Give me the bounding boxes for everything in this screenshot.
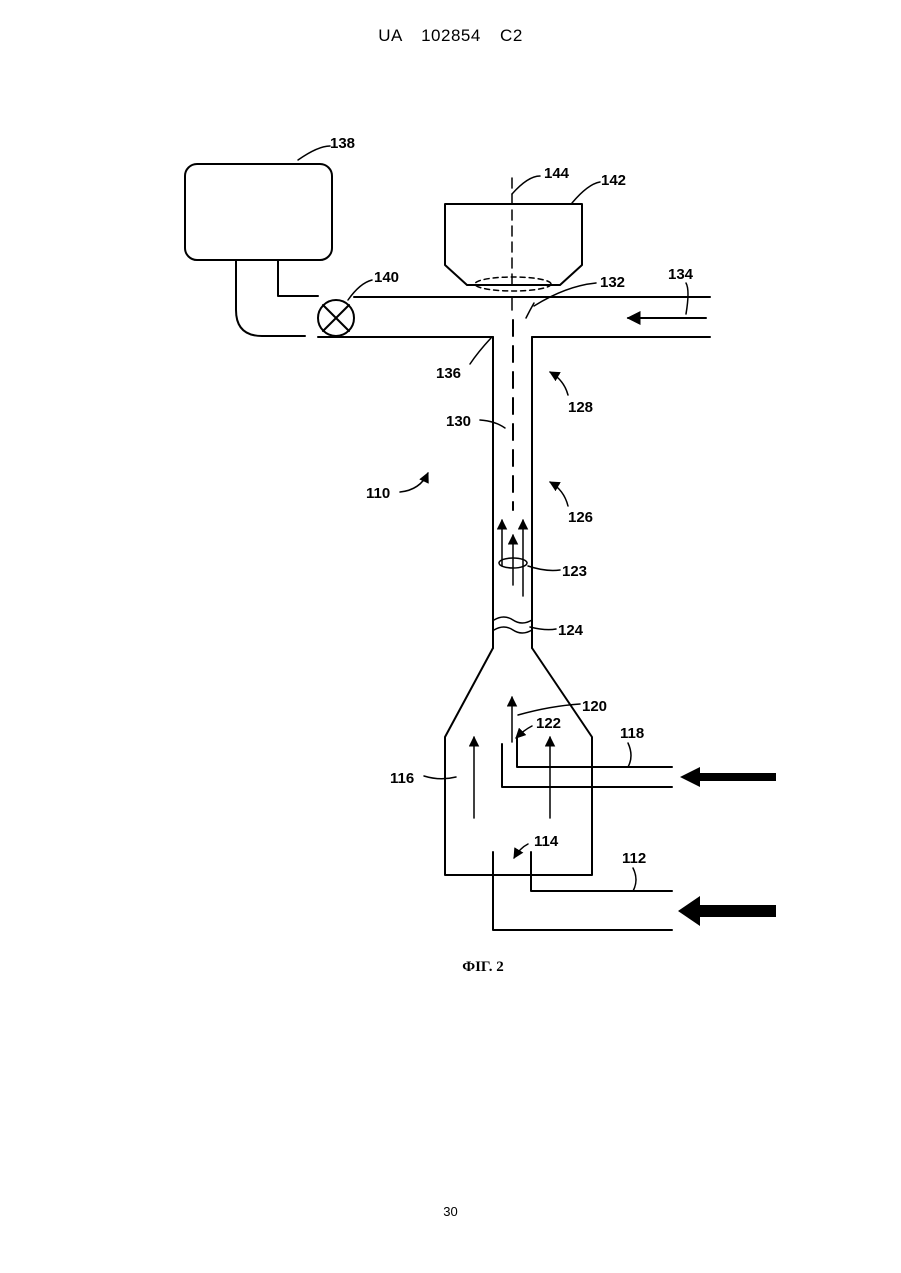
label-114: 114 xyxy=(534,833,559,850)
label-118: 118 xyxy=(620,725,644,742)
leader-128 xyxy=(550,372,568,395)
label-112: 112 xyxy=(622,850,646,867)
leader-142 xyxy=(572,182,600,203)
label-120: 120 xyxy=(582,698,607,715)
label-116: 116 xyxy=(390,770,414,787)
leader-114 xyxy=(514,844,528,858)
leader-126 xyxy=(550,482,568,506)
leader-138 xyxy=(298,146,330,160)
leader-116 xyxy=(424,776,456,779)
leader-122 xyxy=(516,726,532,738)
leader-118 xyxy=(628,743,631,767)
label-126: 126 xyxy=(568,509,593,526)
controller-box-138 xyxy=(185,164,332,260)
feed-arrow-118 xyxy=(680,767,776,787)
leader-134 xyxy=(686,283,688,314)
label-130: 130 xyxy=(446,413,471,430)
opening-132-mark xyxy=(526,303,534,318)
label-123: 123 xyxy=(562,563,587,580)
label-142: 142 xyxy=(601,172,626,189)
label-136: 136 xyxy=(436,365,461,382)
feed-pipe-112-inner xyxy=(531,852,672,891)
label-124: 124 xyxy=(558,622,584,639)
break-line-124a xyxy=(494,617,532,623)
controller-connection-upper xyxy=(278,260,318,296)
optical-device-142 xyxy=(445,204,582,285)
figure-caption: ФІГ. 2 xyxy=(462,959,504,975)
label-128: 128 xyxy=(568,399,593,416)
label-134: 134 xyxy=(668,266,694,283)
feed-pipe-118-outer xyxy=(502,744,672,787)
feed-pipe-118-inner xyxy=(517,738,672,767)
leader-110 xyxy=(400,473,428,492)
page-number: 30 xyxy=(0,1204,901,1219)
label-138: 138 xyxy=(330,135,355,152)
leader-144 xyxy=(512,176,540,194)
leader-112 xyxy=(633,868,636,891)
break-line-124b xyxy=(494,627,532,633)
label-132: 132 xyxy=(600,274,625,291)
label-140: 140 xyxy=(374,269,399,286)
combustion-chamber xyxy=(445,648,592,875)
leader-132 xyxy=(534,283,596,306)
feed-arrow-112 xyxy=(678,896,776,926)
leader-136 xyxy=(470,338,491,364)
valve-140-icon xyxy=(318,300,354,336)
controller-connection-lower xyxy=(236,260,305,336)
label-110: 110 xyxy=(366,485,390,502)
leader-124 xyxy=(530,627,556,630)
label-122: 122 xyxy=(536,715,561,732)
label-144: 144 xyxy=(544,165,570,182)
